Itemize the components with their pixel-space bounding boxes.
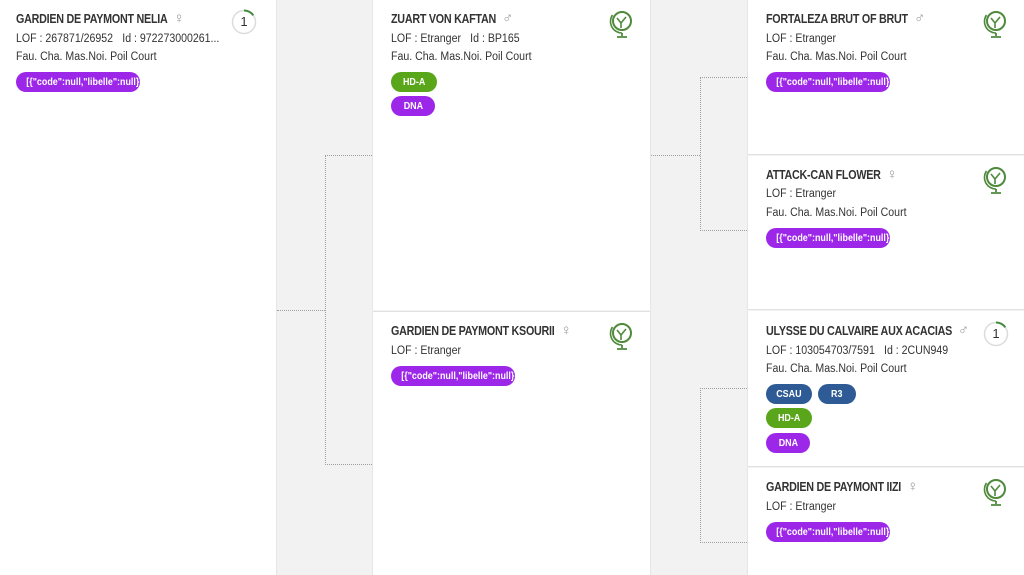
globe-icon[interactable] (983, 9, 1009, 39)
sire-sire-card[interactable]: FORTALEZA BRUT OF BRUT♂ LOF : Etranger F… (747, 0, 1024, 155)
female-icon: ♀ (886, 166, 898, 183)
subject-registration: LOF : 267871/26952 Id : 972273000261... (16, 33, 219, 45)
sire-color: Fau. Cha. Mas.Noi. Poil Court (391, 51, 532, 63)
dam-sire-color: Fau. Cha. Mas.Noi. Poil Court (766, 363, 907, 375)
sire-registration: LOF : Etranger Id : BP165 (391, 33, 520, 45)
dam-sire-id: Id : 2CUN949 (884, 345, 949, 357)
male-icon: ♂ (502, 10, 513, 27)
dam-sire-name[interactable]: ULYSSE DU CALVAIRE AUX ACACIAS♂ (766, 322, 969, 339)
sire-dam-name[interactable]: ATTACK-CAN FLOWER♀ (766, 166, 898, 183)
dam-sire-registration: LOF : 103054703/7591 Id : 2CUN949 (766, 345, 948, 357)
badge-count: 1 (240, 14, 248, 29)
badge-count: 1 (992, 326, 1000, 341)
connector-subject (277, 310, 325, 311)
male-icon: ♂ (958, 322, 969, 339)
dam-sire-tag-dna[interactable]: DNA (766, 433, 810, 453)
dam-name[interactable]: GARDIEN DE PAYMONT KSOURII♀ (391, 322, 572, 339)
count-badge[interactable]: 1 (983, 321, 1009, 347)
sire-sire-name[interactable]: FORTALEZA BRUT OF BRUT♂ (766, 10, 925, 27)
subject-card[interactable]: GARDIEN DE PAYMONT NELIA♀ LOF : 267871/2… (0, 0, 277, 575)
sire-dam-color: Fau. Cha. Mas.Noi. Poil Court (766, 207, 907, 219)
connector-subject-branch (325, 155, 372, 465)
subject-tag[interactable]: [{"code":null,"libelle":null}] (16, 72, 142, 92)
progress-ring-icon (983, 321, 1009, 347)
sire-card[interactable]: ZUART VON KAFTAN♂ LOF : Etranger Id : BP1… (372, 0, 651, 310)
sire-lof: LOF : Etranger (391, 33, 461, 45)
sire-id: Id : BP165 (470, 33, 520, 45)
globe-icon[interactable] (609, 9, 635, 39)
dam-tag[interactable]: [{"code":null,"libelle":null}] (391, 366, 517, 386)
sire-sire-tag[interactable]: [{"code":null,"libelle":null}] (766, 72, 892, 92)
male-icon: ♂ (913, 10, 925, 27)
subject-color: Fau. Cha. Mas.Noi. Poil Court (16, 51, 157, 63)
progress-ring-icon (231, 9, 257, 35)
count-badge[interactable]: 1 (231, 9, 257, 35)
female-icon: ♀ (560, 322, 572, 339)
connector-sire-branch (700, 77, 747, 231)
connector-dam-branch (700, 388, 747, 543)
sire-sire-color: Fau. Cha. Mas.Noi. Poil Court (766, 51, 907, 63)
subject-name[interactable]: GARDIEN DE PAYMONT NELIA♀ (16, 10, 185, 27)
dam-sire-tag-csau[interactable]: CSAU (766, 384, 812, 404)
globe-icon[interactable] (983, 165, 1009, 195)
dam-card[interactable]: GARDIEN DE PAYMONT KSOURII♀ LOF : Etrang… (372, 311, 651, 575)
subject-lof: LOF : 267871/26952 (16, 33, 114, 45)
sire-sire-lof: LOF : Etranger (766, 33, 836, 45)
dam-sire-card[interactable]: ULYSSE DU CALVAIRE AUX ACACIAS♂ LOF : 10… (747, 311, 1024, 467)
sire-dam-tag[interactable]: [{"code":null,"libelle":null}] (766, 228, 892, 248)
dam-dam-card[interactable]: GARDIEN DE PAYMONT IIZI♀ LOF : Etranger … (747, 468, 1024, 575)
dam-dam-name[interactable]: GARDIEN DE PAYMONT IIZI♀ (766, 478, 919, 495)
subject-id: Id : 972273000261... (122, 33, 220, 45)
globe-icon[interactable] (609, 321, 635, 351)
sire-name[interactable]: ZUART VON KAFTAN♂ (391, 10, 513, 27)
dam-sire-lof: LOF : 103054703/7591 (766, 345, 875, 357)
sire-tag-hd[interactable]: HD-A (391, 72, 437, 92)
female-icon: ♀ (173, 10, 185, 27)
dam-dam-lof: LOF : Etranger (766, 501, 836, 513)
female-icon: ♀ (907, 478, 919, 495)
sire-dam-lof: LOF : Etranger (766, 188, 836, 200)
sire-dam-card[interactable]: ATTACK-CAN FLOWER♀ LOF : Etranger Fau. C… (747, 156, 1024, 310)
sire-tag-dna[interactable]: DNA (391, 96, 435, 116)
dam-dam-tag[interactable]: [{"code":null,"libelle":null}] (766, 522, 892, 542)
dam-sire-tag-r3[interactable]: R3 (818, 384, 856, 404)
dam-lof: LOF : Etranger (391, 345, 461, 357)
dam-sire-tag-hd[interactable]: HD-A (766, 408, 812, 428)
globe-icon[interactable] (983, 477, 1009, 507)
connector-sire (651, 155, 700, 156)
